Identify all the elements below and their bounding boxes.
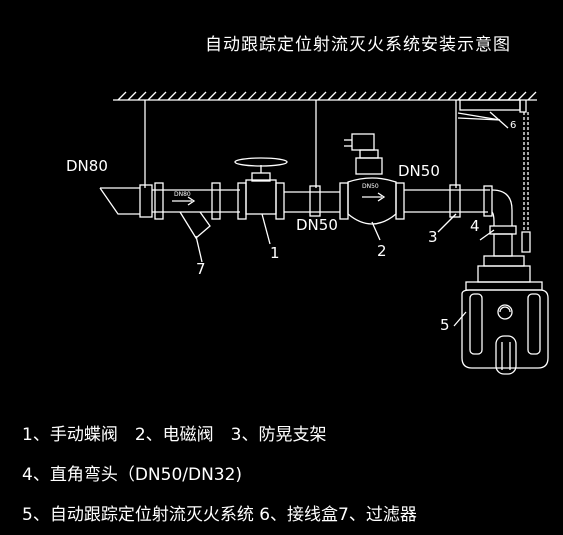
callout-2: 2 bbox=[377, 242, 387, 260]
junction-box-6 bbox=[457, 99, 531, 253]
label-dn80: DN80 bbox=[66, 157, 108, 175]
callout-5: 5 bbox=[440, 316, 450, 334]
callout-1: 1 bbox=[270, 244, 280, 262]
svg-text:DN50: DN50 bbox=[362, 183, 379, 190]
legend-line-3: 5、自动跟踪定位射流灭火系统 6、接线盒7、过滤器 bbox=[22, 505, 417, 525]
svg-text:DN80: DN80 bbox=[174, 191, 191, 198]
leader-lines bbox=[195, 111, 509, 327]
label-dn50-right: DN50 bbox=[398, 162, 440, 180]
elbow-4 bbox=[489, 189, 517, 257]
callout-6: 6 bbox=[510, 120, 517, 131]
filter-7: DN80 bbox=[154, 182, 221, 239]
pipe-to-elbow bbox=[404, 184, 493, 218]
diagram-title: 自动跟踪定位射流灭火系统安装示意图 bbox=[205, 35, 511, 55]
label-dn50-left: DN50 bbox=[296, 216, 338, 234]
solenoid-valve-2: DN50 bbox=[339, 133, 405, 225]
butterfly-valve-1 bbox=[234, 157, 288, 220]
hanger-rods bbox=[144, 100, 457, 188]
callout-7: 7 bbox=[196, 260, 206, 278]
legend-line-1: 1、手动蝶阀 2、电磁阀 3、防晃支架 bbox=[22, 425, 327, 445]
fire-monitor-5 bbox=[461, 255, 549, 375]
legend-line-2: 4、直角弯头（DN50/DN32) bbox=[22, 465, 243, 485]
callout-4: 4 bbox=[470, 217, 480, 235]
callout-3: 3 bbox=[428, 228, 438, 246]
pipe-dn50 bbox=[284, 185, 340, 217]
pipe-dn80 bbox=[99, 184, 240, 218]
ceiling bbox=[113, 91, 537, 101]
